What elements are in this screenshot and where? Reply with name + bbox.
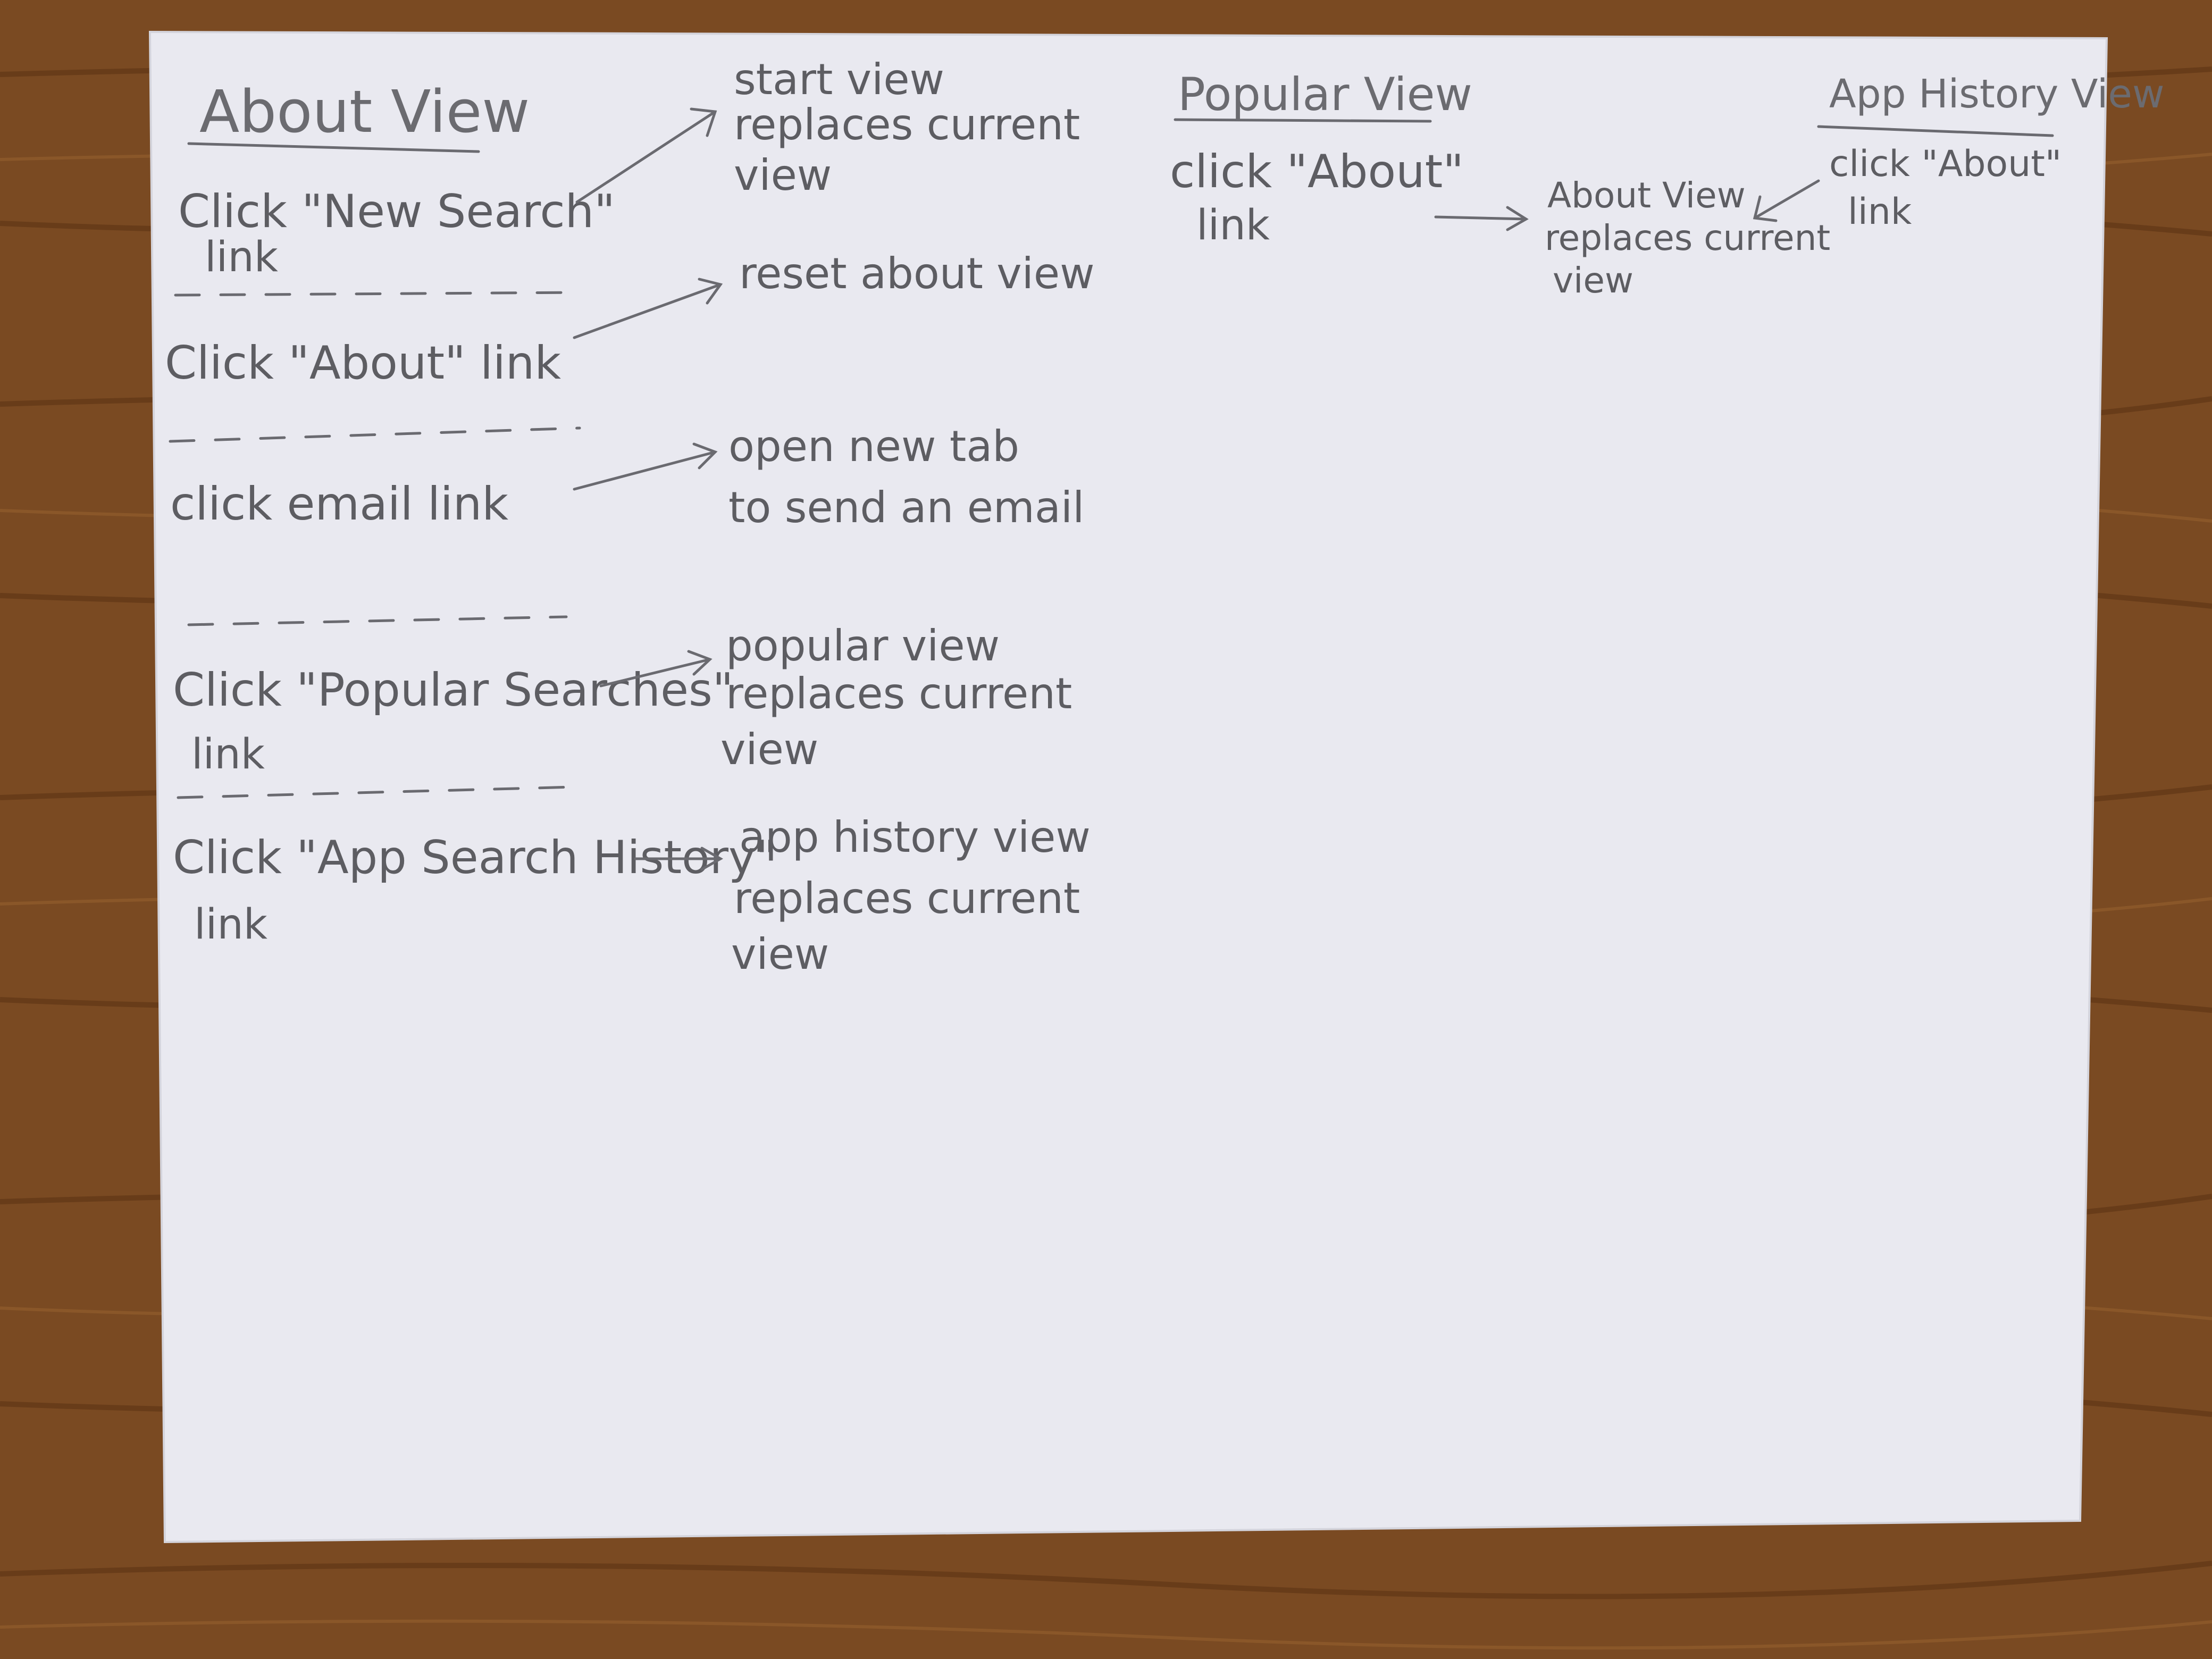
app-history-action-about-cont: link bbox=[1848, 191, 1912, 233]
result-start-view-1: start view bbox=[734, 55, 944, 104]
result-open-tab-1: open new tab bbox=[728, 422, 1020, 471]
arrow-popular-searches bbox=[599, 658, 711, 688]
about-view-underline bbox=[187, 142, 480, 153]
separator-1 bbox=[174, 291, 579, 297]
result-popular-view-3: view bbox=[720, 725, 819, 774]
shared-result-3: view bbox=[1553, 260, 1633, 301]
result-start-view-2: replaces current bbox=[734, 100, 1080, 149]
arrow-popular-to-about bbox=[1434, 215, 1528, 221]
result-reset-about: reset about view bbox=[739, 249, 1095, 298]
action-email-link: click email link bbox=[170, 477, 509, 531]
popular-action-about: click "About" bbox=[1170, 145, 1464, 198]
separator-4 bbox=[177, 785, 576, 799]
shared-result-2: replaces current bbox=[1545, 217, 1831, 258]
action-new-search: Click "New Search" bbox=[178, 185, 615, 238]
result-app-history-3: view bbox=[731, 929, 830, 979]
result-popular-view-2: replaces current bbox=[726, 669, 1073, 718]
app-history-view-title: App History View bbox=[1829, 71, 2165, 117]
result-open-tab-2: to send an email bbox=[728, 483, 1085, 532]
popular-action-about-cont: link bbox=[1196, 202, 1270, 249]
separator-3 bbox=[187, 615, 568, 626]
action-about-link: Click "About" link bbox=[165, 337, 562, 390]
arrow-email-link bbox=[573, 450, 717, 491]
action-popular-searches: Click "Popular Searches" bbox=[173, 664, 734, 717]
arrow-about-link bbox=[573, 283, 722, 339]
popular-view-underline bbox=[1174, 118, 1432, 123]
app-history-view-underline bbox=[1817, 125, 2054, 137]
result-app-history-1: app history view bbox=[739, 812, 1091, 862]
action-app-search-history-cont: link bbox=[194, 901, 267, 949]
arrow-new-search bbox=[575, 110, 717, 204]
action-popular-searches-cont: link bbox=[191, 731, 265, 778]
shared-result-1: About View bbox=[1547, 175, 1746, 216]
result-start-view-3: view bbox=[734, 150, 832, 200]
result-app-history-2: replaces current bbox=[734, 874, 1080, 923]
separator-2 bbox=[169, 426, 581, 443]
arrow-apphistory-to-about bbox=[1753, 179, 1820, 220]
action-new-search-cont: link bbox=[205, 233, 278, 281]
app-history-action-about: click "About" bbox=[1829, 143, 2062, 185]
about-view-title: About View bbox=[199, 78, 530, 146]
result-popular-view-1: popular view bbox=[726, 621, 1000, 671]
popular-view-title: Popular View bbox=[1178, 68, 1472, 121]
